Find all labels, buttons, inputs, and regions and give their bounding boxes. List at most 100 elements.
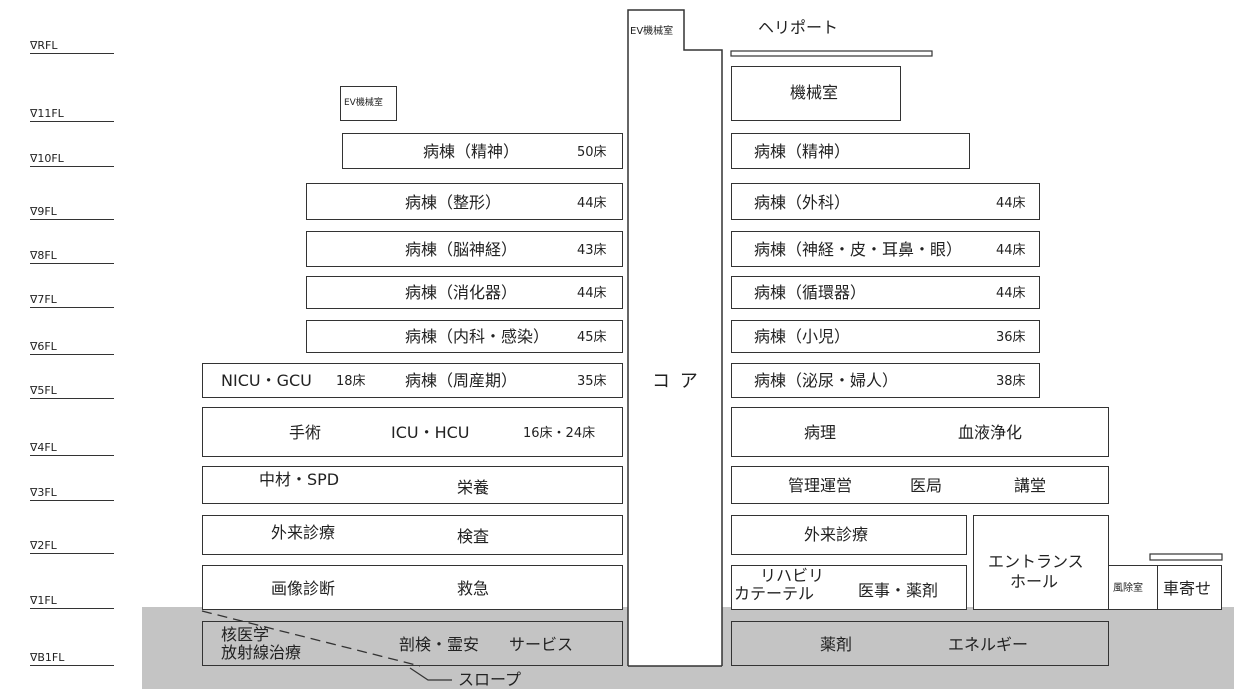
- east-2f-outpatient: 外来診療: [804, 525, 869, 544]
- east-3f-medical-office: 医局: [910, 476, 943, 495]
- heliport-label: ヘリポート: [758, 18, 839, 37]
- east-5f-beds: 38床: [996, 374, 1026, 389]
- east-1f-admin-pharmacy: 医事・薬剤: [858, 581, 939, 600]
- windbreak-label: 風除室: [1113, 583, 1143, 594]
- porch-label: 車寄せ: [1163, 579, 1212, 598]
- west-8f-name: 病棟（脳神経）: [405, 240, 518, 259]
- west-9f: 病棟（整形） 44床: [306, 183, 623, 220]
- west-10f-beds: 50床: [577, 145, 607, 160]
- west-6f: 病棟（内科・感染） 45床: [306, 320, 623, 353]
- west-ev-room: EV機械室: [340, 86, 397, 121]
- east-7f: 病棟（循環器） 44床: [731, 276, 1040, 309]
- east-11f: 機械室: [731, 66, 901, 121]
- level-4fl: ∇4FL: [30, 442, 114, 456]
- west-b1-radiation: 放射線治療: [221, 643, 302, 662]
- west-8f-beds: 43床: [577, 243, 607, 258]
- east-9f-name: 病棟（外科）: [754, 193, 851, 212]
- west-10f-name: 病棟（精神）: [423, 142, 520, 161]
- level-3fl: ∇3FL: [30, 487, 114, 501]
- east-b1-energy: エネルギー: [948, 635, 1029, 654]
- west-9f-beds: 44床: [577, 196, 607, 211]
- slope-label: スロープ: [458, 670, 522, 689]
- porch: 車寄せ: [1157, 565, 1222, 610]
- east-8f: 病棟（神経・皮・耳鼻・眼） 44床: [731, 231, 1040, 267]
- east-b1: 薬剤 エネルギー: [731, 621, 1109, 666]
- east-8f-name: 病棟（神経・皮・耳鼻・眼）: [754, 240, 963, 259]
- west-7f-name: 病棟（消化器）: [405, 283, 518, 302]
- east-8f-beds: 44床: [996, 243, 1026, 258]
- east-1f-catheter: カテーテル: [734, 584, 815, 603]
- west-10f: 病棟（精神） 50床: [342, 133, 623, 169]
- east-11f-name: 機械室: [790, 83, 839, 102]
- west-5f-beds: 35床: [577, 374, 607, 389]
- east-3f-admin: 管理運営: [788, 476, 853, 495]
- east-10f: 病棟（精神）: [731, 133, 970, 169]
- west-7f-beds: 44床: [577, 286, 607, 301]
- west-8f: 病棟（脳神経） 43床: [306, 231, 623, 267]
- level-rfl: ∇RFL: [30, 40, 114, 54]
- level-2fl: ∇2FL: [30, 540, 114, 554]
- east-5f: 病棟（泌尿・婦人） 38床: [731, 363, 1040, 398]
- west-1f-emergency: 救急: [457, 579, 490, 598]
- west-5f-nicu-beds: 18床: [336, 374, 366, 389]
- level-b1fl: ∇B1FL: [30, 652, 114, 666]
- west-b1-service: サービス: [509, 635, 574, 654]
- west-6f-name: 病棟（内科・感染）: [405, 327, 550, 346]
- west-6f-beds: 45床: [577, 330, 607, 345]
- east-6f-name: 病棟（小児）: [754, 327, 851, 346]
- west-5f: NICU・GCU 18床 病棟（周産期） 35床: [202, 363, 623, 398]
- east-2f: 外来診療: [731, 515, 967, 555]
- west-5f-nicu: NICU・GCU: [221, 371, 312, 390]
- level-8fl: ∇8FL: [30, 250, 114, 264]
- west-2f-lab: 検査: [457, 527, 490, 546]
- west-b1-autopsy: 剖検・霊安: [399, 635, 480, 654]
- east-6f-beds: 36床: [996, 330, 1026, 345]
- east-5f-name: 病棟（泌尿・婦人）: [754, 371, 899, 390]
- east-6f: 病棟（小児） 36床: [731, 320, 1040, 353]
- west-3f: 中材・SPD 栄養: [202, 466, 623, 504]
- level-1fl: ∇1FL: [30, 595, 114, 609]
- west-4f-icu: ICU・HCU: [391, 423, 470, 442]
- core-ev-room-label: EV機械室: [630, 26, 674, 37]
- west-1f-imaging: 画像診断: [271, 579, 336, 598]
- east-1f: リハビリ カテーテル 医事・薬剤: [731, 565, 967, 610]
- windbreak-room: 風除室: [1108, 565, 1158, 610]
- core-label: コ ア: [652, 371, 700, 392]
- east-7f-beds: 44床: [996, 286, 1026, 301]
- east-1f-rehab: リハビリ: [760, 566, 825, 585]
- east-7f-name: 病棟（循環器）: [754, 283, 867, 302]
- west-b1-nuclear: 核医学: [221, 625, 270, 644]
- east-9f-beds: 44床: [996, 196, 1026, 211]
- level-7fl: ∇7FL: [30, 294, 114, 308]
- level-9fl: ∇9FL: [30, 206, 114, 220]
- entrance-label-1: エントランス: [988, 552, 1084, 571]
- east-4f-pathology: 病理: [804, 423, 837, 442]
- east-3f-auditorium: 講堂: [1014, 476, 1047, 495]
- west-3f-spd: 中材・SPD: [259, 470, 340, 489]
- west-b1: 核医学 放射線治療 剖検・霊安 サービス: [202, 621, 623, 666]
- east-entrance-hall: エントランス ホール: [973, 515, 1109, 610]
- west-9f-name: 病棟（整形）: [405, 193, 502, 212]
- west-3f-nutrition: 栄養: [457, 478, 490, 497]
- level-5fl: ∇5FL: [30, 385, 114, 399]
- east-b1-pharmacy: 薬剤: [820, 635, 853, 654]
- level-11fl: ∇11FL: [30, 108, 114, 122]
- east-10f-name: 病棟（精神）: [754, 142, 851, 161]
- level-6fl: ∇6FL: [30, 341, 114, 355]
- west-2f-outpatient: 外来診療: [271, 523, 336, 542]
- east-4f: 病理 血液浄化: [731, 407, 1109, 457]
- west-2f: 外来診療 検査: [202, 515, 623, 555]
- entrance-label-2: ホール: [1010, 572, 1059, 591]
- west-5f-name: 病棟（周産期）: [405, 371, 518, 390]
- level-10fl: ∇10FL: [30, 153, 114, 167]
- west-ev-room-label: EV機械室: [344, 98, 383, 108]
- east-4f-dialysis: 血液浄化: [958, 423, 1023, 442]
- west-4f-beds: 16床・24床: [523, 426, 596, 441]
- west-4f: 手術 ICU・HCU 16床・24床: [202, 407, 623, 457]
- east-3f: 管理運営 医局 講堂: [731, 466, 1109, 504]
- west-1f: 画像診断 救急: [202, 565, 623, 610]
- east-9f: 病棟（外科） 44床: [731, 183, 1040, 220]
- west-4f-surgery: 手術: [289, 423, 322, 442]
- west-7f: 病棟（消化器） 44床: [306, 276, 623, 309]
